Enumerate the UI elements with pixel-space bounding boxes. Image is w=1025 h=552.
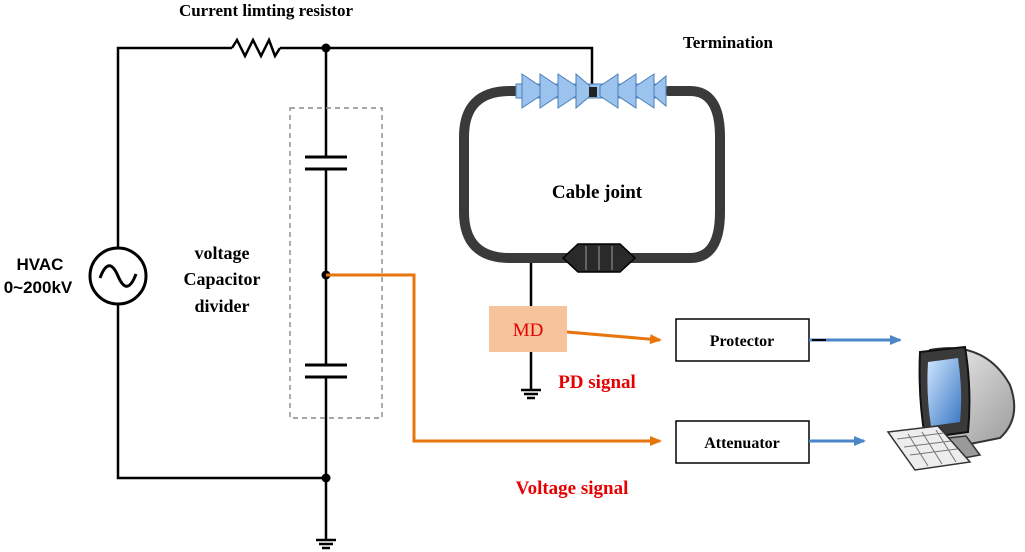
ac-source-icon [88, 246, 148, 306]
divider-label-line3: divider [194, 296, 249, 316]
source-range-label: 0~200kV [4, 278, 73, 297]
pd-signal-label: PD signal [558, 372, 636, 393]
divider-label-line2: Capacitor [184, 269, 261, 289]
cable-loop [459, 86, 725, 263]
computer-icon [886, 345, 1016, 471]
md-box [489, 306, 567, 352]
ground-icon [521, 388, 541, 400]
termination-label: Termination [683, 33, 774, 52]
divider-label-line1: voltage [195, 243, 250, 263]
voltage-signal-label: Voltage signal [516, 478, 629, 499]
protector-label: Protector [710, 333, 775, 350]
source-name-label: HVAC [17, 255, 64, 274]
resistor-icon [230, 36, 282, 59]
divider-dashed-box [289, 107, 383, 419]
cable-joint-body [561, 243, 637, 273]
attenuator-box [675, 420, 810, 464]
cable-joint-label: Cable joint [552, 182, 643, 203]
capacitor-lower [305, 363, 347, 379]
main-wiring [116, 46, 594, 540]
termination-connector [589, 87, 597, 97]
voltage-signal-line [326, 273, 662, 446]
md-label: MD [513, 320, 544, 341]
resistor-label: Current limting resistor [179, 1, 354, 20]
ground-icon [316, 538, 336, 550]
pd-signal-line [566, 330, 662, 345]
attenuator-label: Attenuator [704, 435, 780, 452]
capacitor-upper [305, 155, 347, 171]
protector-box [675, 318, 810, 362]
